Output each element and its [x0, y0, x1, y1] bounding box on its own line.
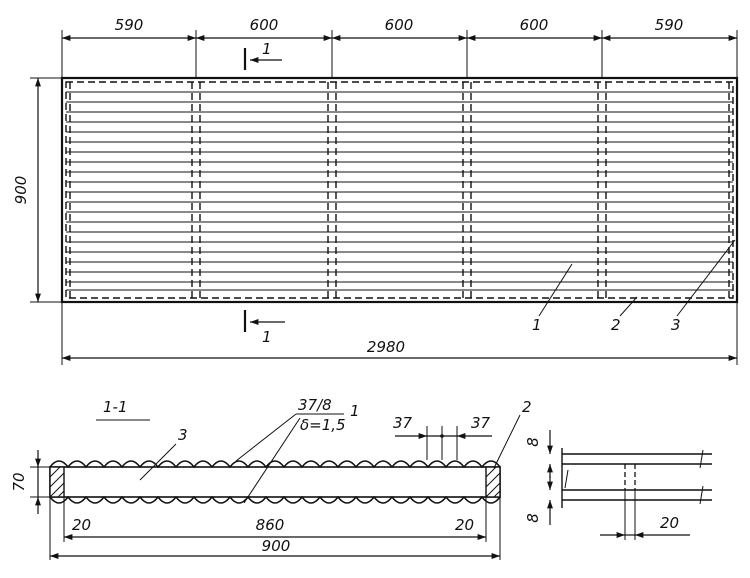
section-callout-1: 37/8 δ=1,5 1 — [235, 396, 360, 504]
callout-thickness: δ=1,5 — [300, 416, 346, 434]
dim-20-right: 20 — [455, 516, 474, 534]
section-view: 1-1 37/8 δ=1,5 1 3 — [10, 396, 532, 560]
section-callout-2: 2 — [522, 398, 532, 416]
cross-members — [69, 82, 730, 298]
pitch-right: 37 — [471, 414, 491, 432]
pitch-dimension: 37 37 — [393, 414, 492, 460]
section-title: 1-1 — [103, 398, 128, 416]
callout-1-num: 1 — [350, 402, 360, 420]
callout-2: 2 — [611, 316, 621, 334]
wave-top — [49, 460, 501, 469]
section-body — [49, 466, 501, 498]
dim-top-2: 600 — [250, 16, 279, 34]
dim-top-4: 600 — [520, 16, 549, 34]
dim-900: 900 — [262, 537, 291, 555]
section-marker-bottom: 1 — [243, 310, 285, 346]
dim-height: 900 — [12, 176, 30, 205]
height-70-dimension: 70 — [10, 450, 50, 514]
callout-1: 1 — [532, 316, 542, 334]
dim-top-3: 600 — [385, 16, 414, 34]
corrugated-sheet — [66, 91, 733, 291]
top-dimension-chain: 590 600 600 600 590 — [61, 16, 738, 78]
detail-dim-top: 8 — [524, 437, 542, 447]
section-mark-bottom-label: 1 — [262, 328, 272, 346]
dim-20-left: 20 — [72, 516, 91, 534]
total-dimension: 2980 — [61, 302, 738, 365]
dim-70: 70 — [10, 472, 28, 491]
dim-860: 860 — [256, 516, 285, 534]
frame-dashed — [65, 81, 734, 299]
callout-profile: 37/8 — [298, 396, 332, 414]
detail-dim-bottom: 8 — [524, 513, 542, 523]
section-callout-3: 3 — [178, 426, 188, 444]
plan-callouts: 1 2 3 — [532, 239, 736, 334]
section-marker-top: 1 — [243, 40, 282, 70]
dim-top-1: 590 — [115, 16, 144, 34]
end-profile-left — [49, 466, 65, 498]
lower-dimension-chain: 20 860 20 900 — [49, 497, 501, 560]
wave-bottom — [49, 495, 501, 504]
end-profile-right — [485, 466, 501, 498]
dim-total: 2980 — [367, 338, 405, 356]
plan-view: 590 600 600 600 590 900 — [12, 16, 739, 365]
callout-3: 3 — [671, 316, 681, 334]
detail-view: 8 8 20 — [524, 430, 712, 540]
panel-outline — [60, 76, 739, 304]
pitch-left: 37 — [393, 414, 413, 432]
section-mark-top-label: 1 — [262, 40, 272, 58]
height-dimension: 900 — [12, 77, 62, 303]
detail-dim-width: 20 — [660, 514, 679, 532]
dim-top-5: 590 — [655, 16, 684, 34]
